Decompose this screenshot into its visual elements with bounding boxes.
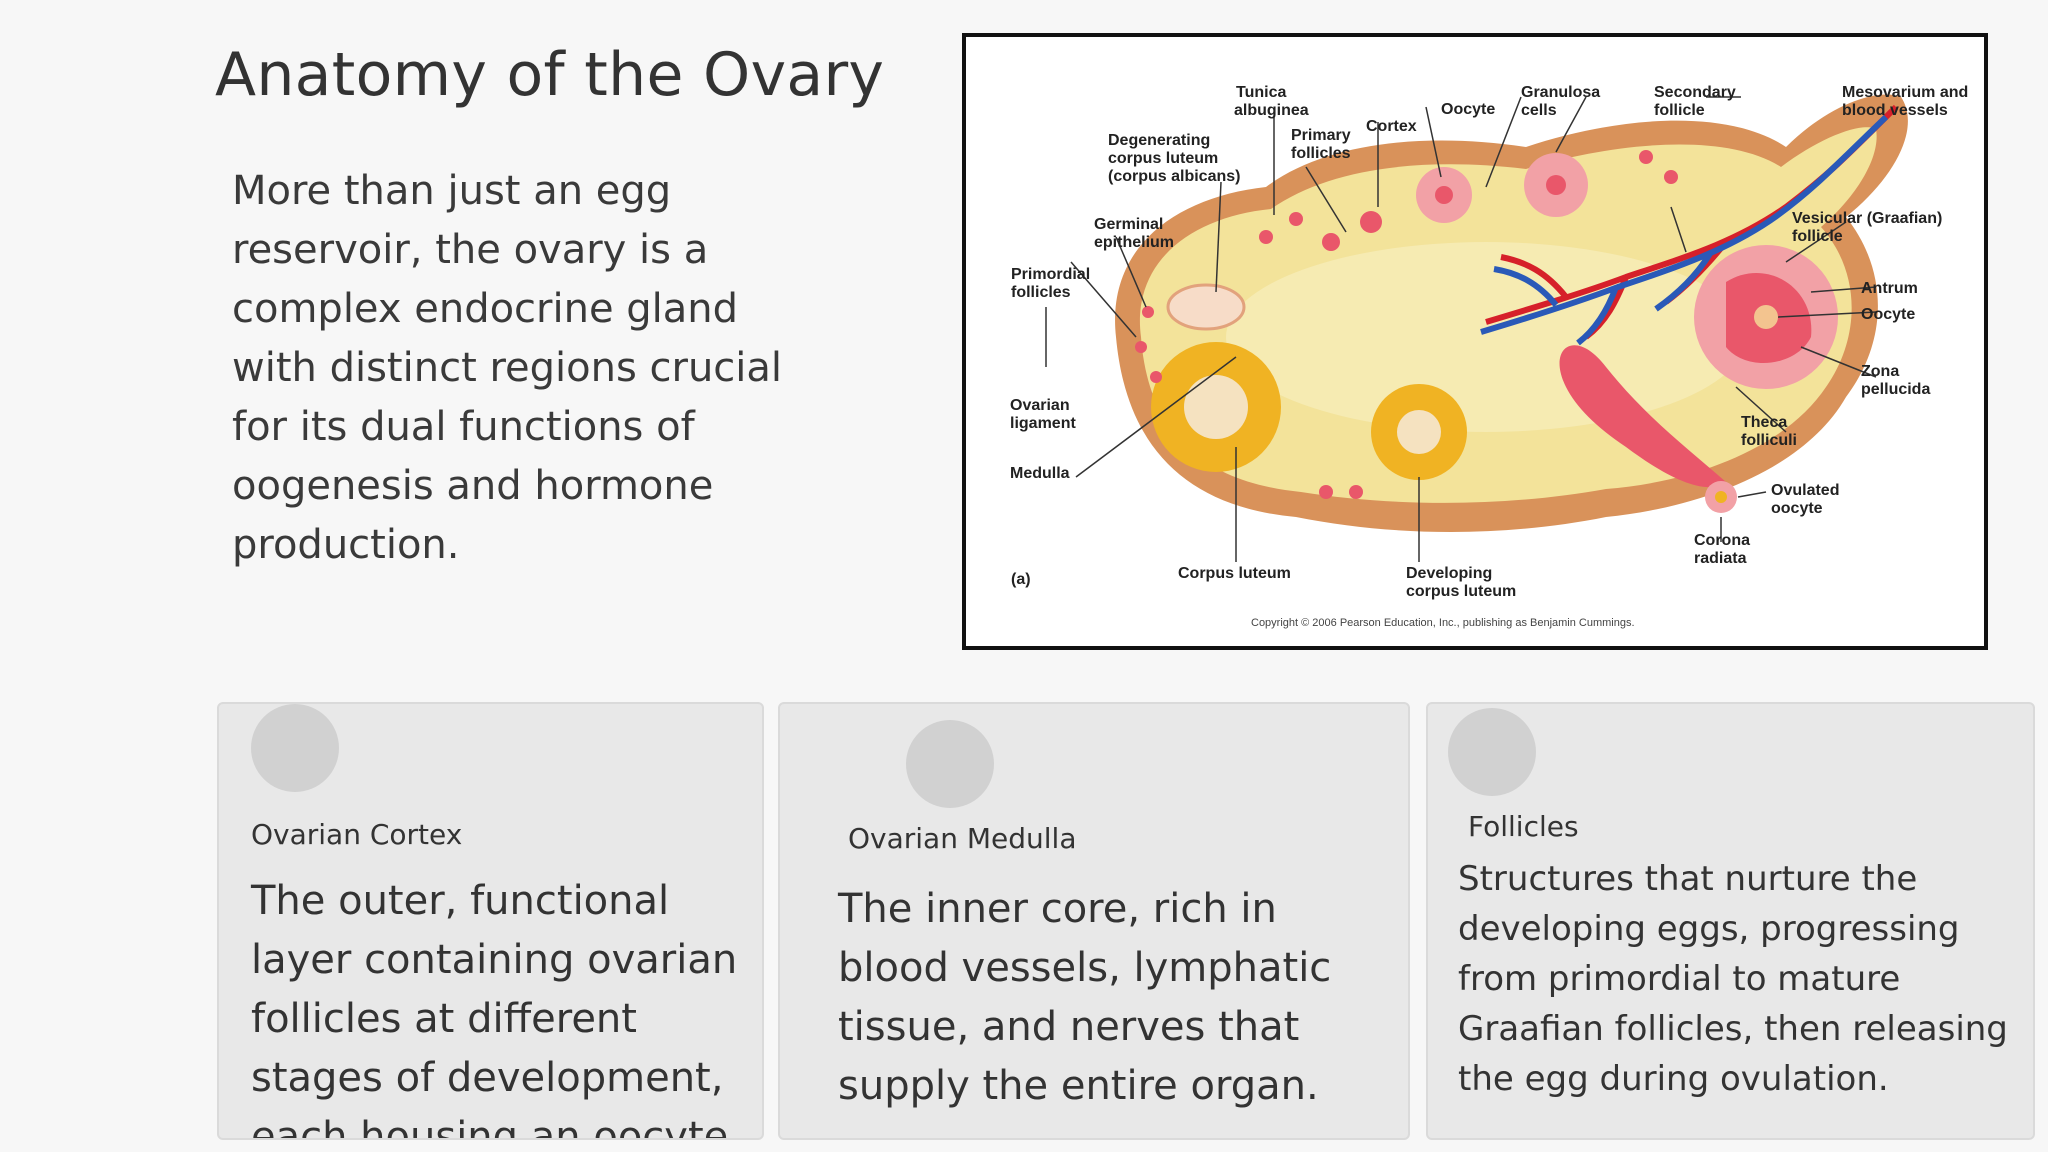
label-oocyte-right: Oocyte	[1861, 306, 1915, 323]
card-description: Structures that nurture the developing e…	[1458, 859, 2008, 1099]
card-description: The outer, functional layer containing o…	[251, 878, 741, 1140]
diagram-label-line: blood vessels	[1842, 102, 1948, 119]
diagram-label-line: ligament	[1010, 415, 1076, 432]
diagram-label-line: cells	[1521, 102, 1557, 119]
label-ligament: Ovarian	[1010, 397, 1070, 414]
label-mesovarium: Mesovarium and	[1842, 84, 1968, 101]
label-theca: Theca	[1741, 414, 1787, 431]
card-title: Ovarian Medulla	[848, 822, 1077, 855]
card-title: Follicles	[1468, 810, 1579, 843]
card-title: Ovarian Cortex	[251, 818, 463, 851]
label-primordial: Primordial	[1011, 266, 1090, 283]
diagram-label-line: pellucida	[1861, 381, 1930, 398]
intro-paragraph: More than just an egg reservoir, the ova…	[232, 168, 783, 568]
page-title: Anatomy of the Ovary	[215, 40, 885, 110]
diagram-label-line: follicles	[1011, 284, 1071, 301]
label-tunica: Tunica	[1236, 84, 1286, 101]
label-granulosa: Granulosa	[1521, 84, 1600, 101]
label-degenerating: Degenerating	[1108, 132, 1210, 149]
diagram-label-line: follicle	[1654, 102, 1705, 119]
label-ovulated: Ovulated	[1771, 482, 1839, 499]
card-ovarian-medulla: Ovarian Medulla The inner core, rich in …	[778, 702, 1410, 1140]
label-corona: Corona	[1694, 532, 1750, 549]
card-icon-placeholder	[251, 704, 339, 792]
diagram-label-line: albuginea	[1234, 102, 1309, 119]
label-medulla: Medulla	[1010, 465, 1070, 482]
card-ovarian-cortex: Ovarian Cortex The outer, functional lay…	[217, 702, 764, 1140]
label-primary: Primary	[1291, 127, 1351, 144]
ovary-diagram-illustration: Tunica albuginea Cortex Oocyte Granulosa…	[1010, 84, 1968, 629]
diagram-label-line: radiata	[1694, 550, 1747, 567]
label-corpus-luteum: Corpus luteum	[1178, 565, 1291, 582]
label-germinal: Germinal	[1094, 216, 1163, 233]
label-zona: Zona	[1861, 363, 1899, 380]
diagram-label-line: epithelium	[1094, 234, 1174, 251]
label-oocyte-top: Oocyte	[1441, 101, 1495, 118]
card-follicles: Follicles Structures that nurture the de…	[1426, 702, 2035, 1140]
corpus-albicans	[1166, 283, 1246, 331]
copyright-notice: Copyright © 2006 Pearson Education, Inc.…	[1251, 617, 1635, 629]
vein-vessel	[1480, 114, 1889, 346]
diagram-label-line: corpus luteum	[1406, 583, 1516, 600]
card-icon-placeholder	[906, 720, 994, 808]
card-description: The inner core, rich in blood vessels, l…	[838, 886, 1332, 1109]
label-secondary: Secondary	[1654, 84, 1736, 101]
diagram-label-line: folliculi	[1741, 432, 1797, 449]
diagram-label-line: oocyte	[1771, 500, 1823, 517]
label-developing: Developing	[1406, 565, 1492, 582]
label-panel: (a)	[1011, 571, 1031, 588]
diagram-label-line: follicles	[1291, 145, 1351, 162]
ruptured-follicle	[1559, 345, 1726, 488]
card-icon-placeholder	[1448, 708, 1536, 796]
label-vesicular: Vesicular (Graafian)	[1792, 210, 1942, 227]
ovary-diagram-figure: Tunica albuginea Cortex Oocyte Granulosa…	[962, 33, 1988, 650]
diagram-label-line: follicle	[1792, 228, 1843, 245]
diagram-label-line: (corpus albicans)	[1108, 168, 1240, 185]
diagram-label-line: corpus luteum	[1108, 150, 1218, 167]
label-cortex: Cortex	[1366, 118, 1417, 135]
label-antrum: Antrum	[1861, 280, 1918, 297]
